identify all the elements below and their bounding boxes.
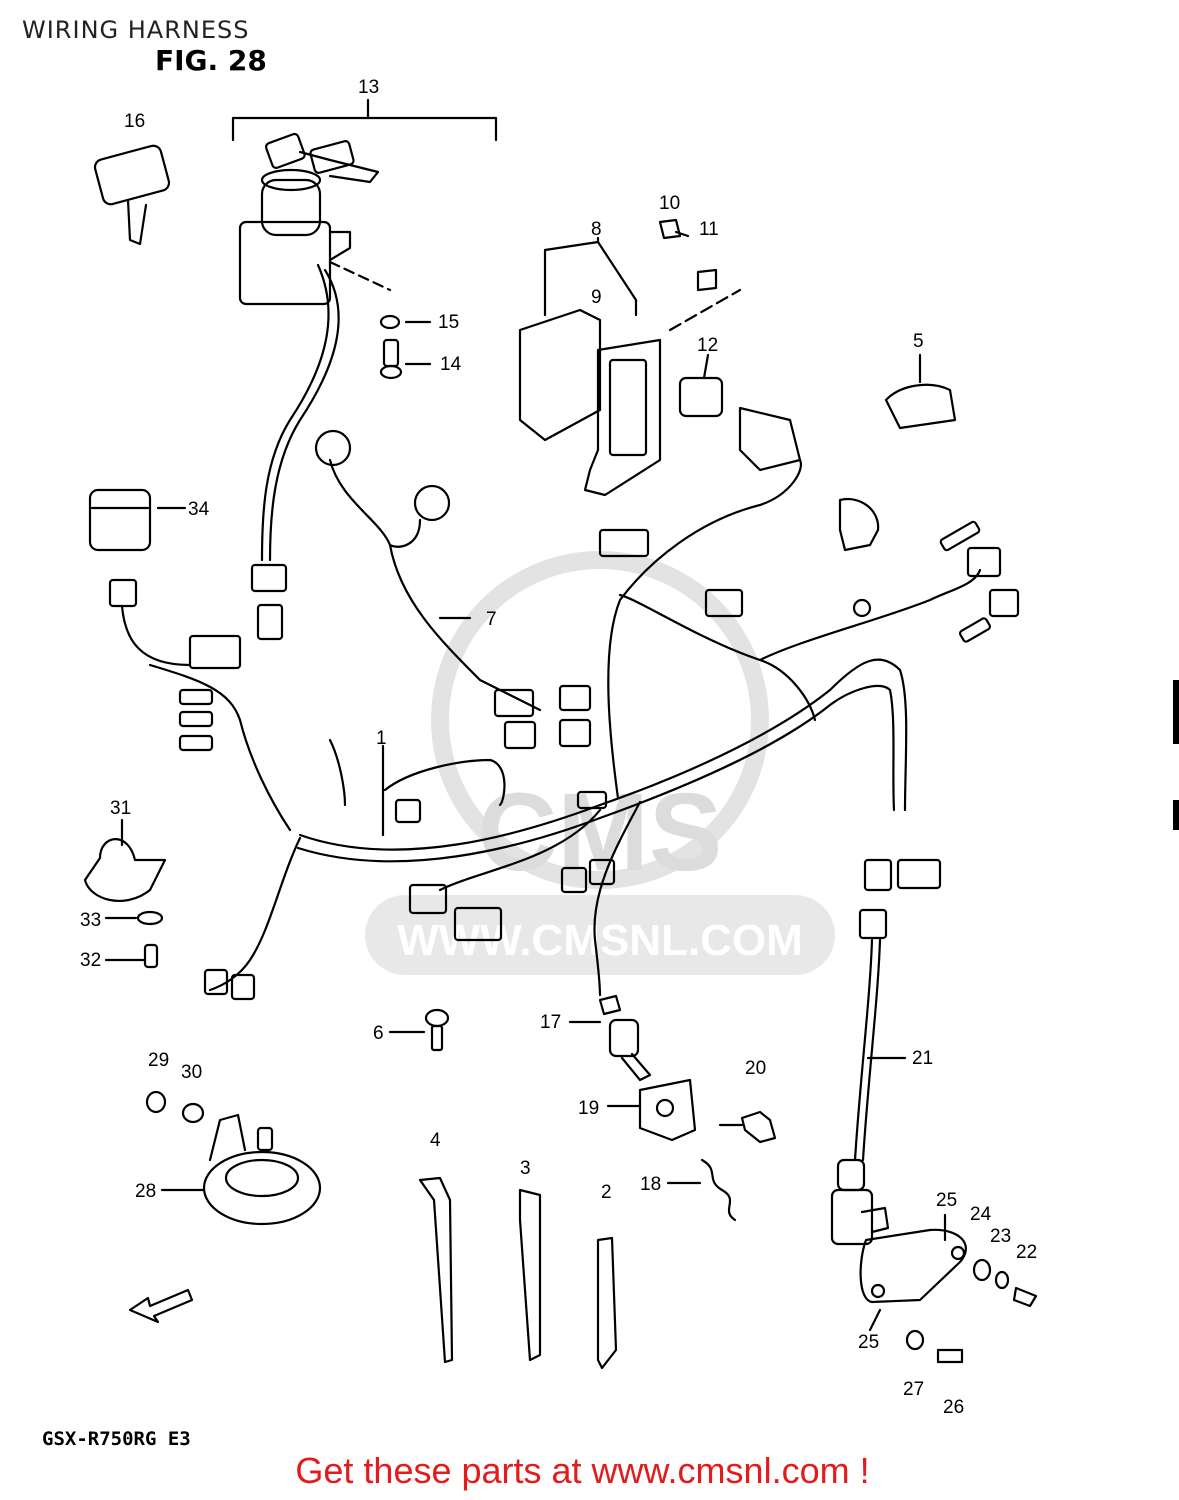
model-code: GSX-R750RG E3 [42, 1428, 191, 1450]
label-30: 30 [181, 1062, 202, 1083]
footer-link[interactable]: Get these parts at www.cmsnl.com ! [0, 1450, 1179, 1492]
label-29: 29 [148, 1050, 169, 1071]
footer-text[interactable]: Get these parts at www.cmsnl.com ! [295, 1450, 870, 1491]
label-15: 15 [438, 312, 459, 333]
label-8: 8 [591, 219, 602, 240]
label-9: 9 [591, 287, 602, 308]
label-31: 31 [110, 798, 131, 819]
label-24: 24 [970, 1204, 992, 1225]
main-harness [148, 458, 1020, 1001]
label-11: 11 [699, 219, 719, 240]
label-20: 20 [745, 1058, 766, 1079]
diagram-header: WIRING HARNESS [22, 16, 250, 44]
label-2: 2 [601, 1182, 612, 1203]
key [93, 144, 171, 246]
label-17: 17 [540, 1012, 561, 1033]
label-25-bottom: 25 [858, 1332, 879, 1353]
part-labels: 13 16 10 11 8 9 15 5 12 14 34 7 1 31 33 … [80, 77, 1037, 1418]
label-32: 32 [80, 950, 101, 971]
label-22: 22 [1016, 1242, 1037, 1263]
label-14: 14 [440, 354, 462, 375]
label-5: 5 [913, 331, 924, 352]
frame-edge-mark [1173, 680, 1179, 744]
label-4: 4 [430, 1130, 441, 1151]
figure-number: FIG. 28 [155, 44, 267, 77]
label-19: 19 [578, 1098, 599, 1119]
label-7: 7 [486, 609, 497, 630]
label-27: 27 [903, 1379, 924, 1400]
label-16: 16 [124, 111, 145, 132]
ignition-switch [238, 132, 380, 306]
label-21: 21 [912, 1048, 933, 1069]
label-33: 33 [80, 910, 101, 931]
label-18: 18 [640, 1174, 661, 1195]
label-3: 3 [520, 1158, 531, 1179]
sub-harness-7 [314, 429, 592, 750]
label-26: 26 [943, 1397, 964, 1418]
frame-edge-mark [1173, 800, 1179, 830]
label-10: 10 [659, 193, 680, 214]
label-13: 13 [358, 77, 379, 98]
label-1: 1 [376, 728, 387, 749]
label-6: 6 [373, 1023, 384, 1044]
label-23: 23 [990, 1226, 1011, 1247]
label-28: 28 [135, 1181, 156, 1202]
label-12: 12 [697, 335, 718, 356]
label-34: 34 [188, 499, 210, 520]
label-25-top: 25 [936, 1190, 957, 1211]
